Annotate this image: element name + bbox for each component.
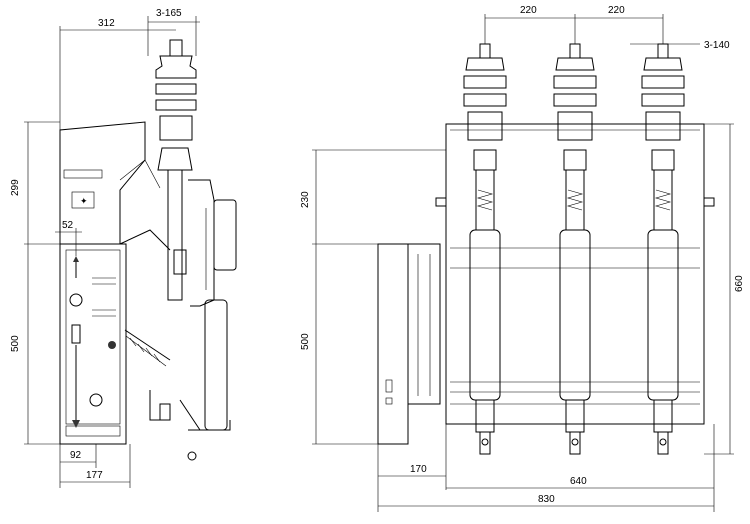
dim-bottom-width: 177	[86, 470, 103, 481]
dim-handle-offset: 52	[62, 220, 74, 231]
upper-cabinet-outline	[59, 121, 146, 244]
dim-lower-height-right: 500	[300, 333, 311, 350]
left-insulator	[155, 55, 197, 141]
dim-panel-offset: 170	[410, 464, 427, 475]
left-bushing	[157, 147, 193, 171]
right-dimensions: 220 220 3-140 230 500 660 170 640 830	[300, 5, 745, 512]
dim-pitch-left: 220	[520, 5, 537, 16]
dim-bottom-offset: 92	[70, 450, 82, 461]
front-panel	[59, 243, 127, 445]
front-panel-label	[65, 425, 121, 437]
operating-shaft-socket	[69, 293, 83, 307]
phase-a-fuse	[469, 229, 501, 401]
main-frame	[445, 123, 705, 425]
left-fuse	[204, 299, 228, 431]
front-panel-plate	[65, 249, 121, 425]
left-dimensions: 312 3-165 299 52 500 92 177	[10, 8, 200, 488]
dim-upper-height: 299	[10, 179, 21, 196]
dim-lower-height: 500	[10, 335, 21, 352]
side-cabinet	[377, 243, 409, 445]
indicator-glyph: ✦	[80, 196, 88, 206]
left-side-view: ✦	[10, 8, 237, 488]
indicator-box	[71, 191, 95, 209]
indicator-strip	[63, 169, 103, 179]
dim-top-width: 312	[98, 18, 115, 29]
dim-overall-width: 830	[538, 494, 555, 505]
phase-b-fuse	[559, 229, 591, 401]
phase-a	[463, 43, 507, 455]
phase-b	[553, 43, 597, 455]
left-insulator-stem	[169, 39, 183, 57]
phase-a-insulator	[463, 57, 507, 141]
phase-c-insulator	[641, 57, 685, 141]
dim-side-height: 660	[734, 275, 745, 292]
phase-b-insulator	[553, 57, 597, 141]
dim-pitch-right: 220	[608, 5, 625, 16]
dim-pitch-count: 3-140	[704, 40, 730, 51]
dim-top-pitch: 3-165	[156, 8, 182, 19]
right-front-view: 220 220 3-140 230 500 660 170 640 830	[300, 5, 745, 512]
dim-upper-height-right: 230	[300, 191, 311, 208]
phase-c-fuse	[647, 229, 679, 401]
phase-c	[641, 43, 685, 455]
dim-inner-width: 640	[570, 476, 587, 487]
